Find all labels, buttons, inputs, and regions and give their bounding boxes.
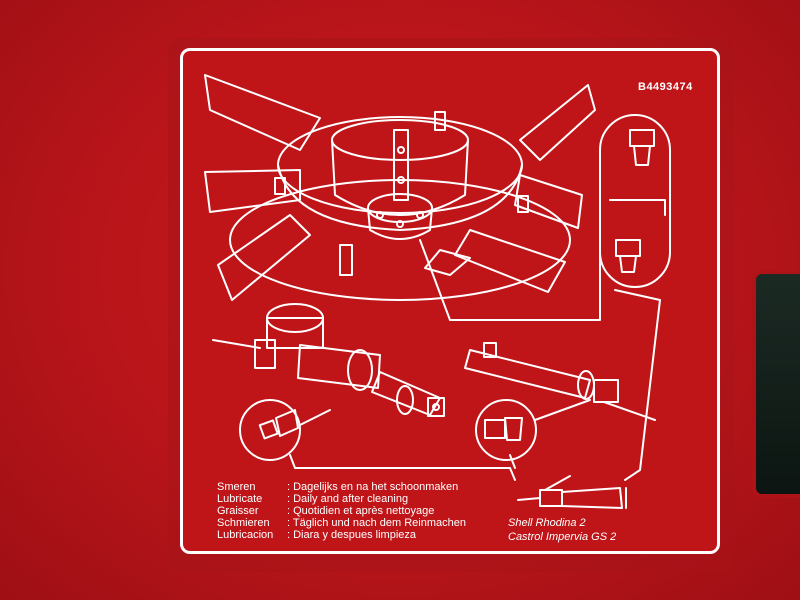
instruction-text: : Täglich und nach dem Reinmachen [287,517,466,529]
instruction-row: Graisser : Quotidien et après nettoyage [217,505,466,517]
instruction-row: Lubricacion : Diara y despues limpieza [217,529,466,541]
lubricant-name: Shell Rhodina 2 [508,517,586,529]
hydraulic-cylinder-left [212,303,445,417]
grease-nipple-icon [239,399,331,461]
hydraulic-cylinder-right [464,342,656,421]
lubricant-specs: Shell Rhodina 2 Castrol Impervia GS 2 [508,516,616,544]
lubrication-instructions: Smeren : Dagelijks en na het schoonmaken… [217,481,466,541]
instruction-language: Graisser [217,505,259,517]
instruction-row: Lubricate : Daily and after cleaning [217,493,466,505]
instruction-language: Lubricacion [217,529,274,541]
grease-nipple-panel [599,114,671,288]
instruction-language: Lubricate [217,493,263,505]
instruction-text: : Diara y despues limpieza [287,529,417,541]
part-number: B4493474 [638,81,693,93]
grease-nipple-icon [475,399,591,461]
instruction-text: : Daily and after cleaning [287,493,409,505]
instruction-row: Schmieren : Täglich und nach dem Reinmac… [217,517,466,529]
lubricant-name: Castrol Impervia GS 2 [508,531,617,543]
instruction-language: Smeren [217,481,256,493]
instruction-text: : Quotidien et après nettoyage [287,505,435,517]
instruction-language: Schmieren [217,517,270,529]
rotor-blade-assembly [204,74,601,321]
grease-gun-icon [517,475,627,509]
instruction-row: Smeren : Dagelijks en na het schoonmaken [217,481,466,493]
machine-window [752,270,800,498]
instruction-text: : Dagelijks en na het schoonmaken [287,481,459,493]
